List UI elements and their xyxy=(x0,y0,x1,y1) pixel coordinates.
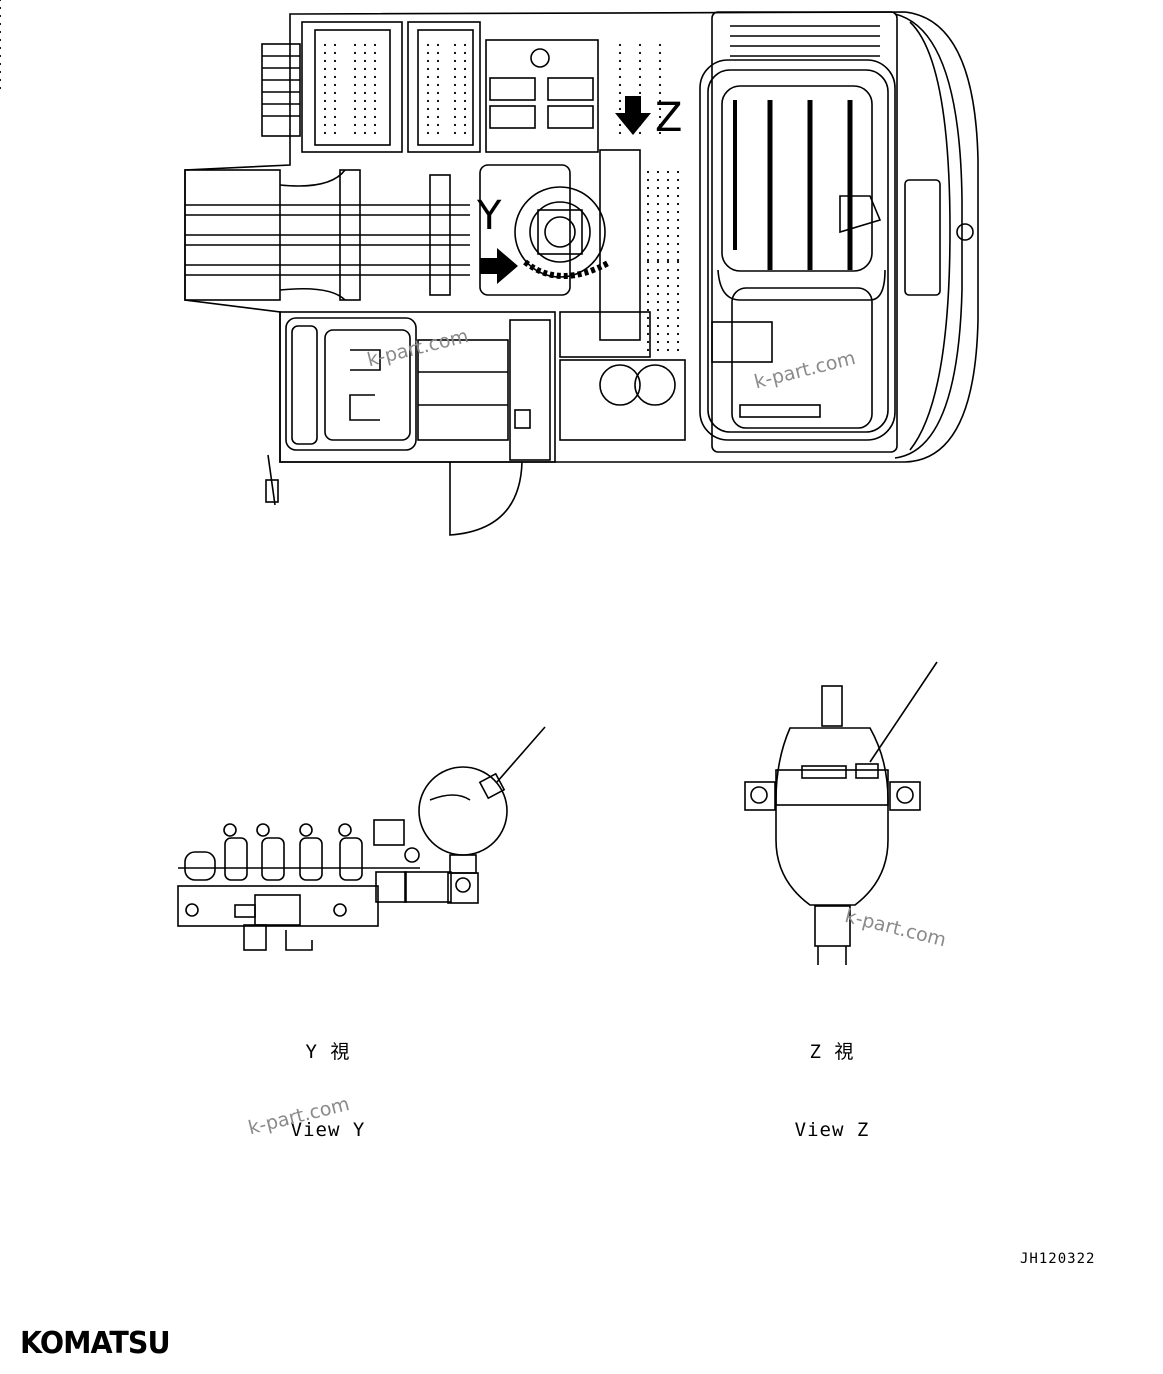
hydraulic-lines xyxy=(184,149,641,341)
upper-structure-outline xyxy=(184,11,979,463)
valve-stations xyxy=(184,819,420,881)
view-z-en-label: View Z xyxy=(794,1119,870,1141)
arrow-right-icon xyxy=(480,248,518,284)
grille-dots xyxy=(0,0,680,352)
view-y-caption: Y 視 View Y xyxy=(268,987,388,1195)
view-z-accumulator xyxy=(744,661,938,965)
view-y-valve-assembly xyxy=(177,726,546,951)
arrow-down-icon xyxy=(615,96,651,135)
view-y-jp-label: Y 視 xyxy=(305,1041,351,1063)
view-z-jp-label: Z 視 xyxy=(809,1041,855,1063)
drawing-code: JH120322 xyxy=(1020,1251,1096,1267)
operator-cab xyxy=(699,11,898,453)
view-y-marker: Y xyxy=(477,193,502,239)
swing-motor xyxy=(514,186,612,279)
view-z-caption: Z 視 View Z xyxy=(772,987,892,1195)
radiator-block xyxy=(261,21,599,153)
door-swing xyxy=(265,454,523,536)
view-z-marker: Z xyxy=(655,95,683,141)
komatsu-logo: KOMATSU xyxy=(20,1326,171,1361)
view-y-en-label: View Y xyxy=(290,1119,366,1141)
tank-compartment xyxy=(279,311,686,463)
